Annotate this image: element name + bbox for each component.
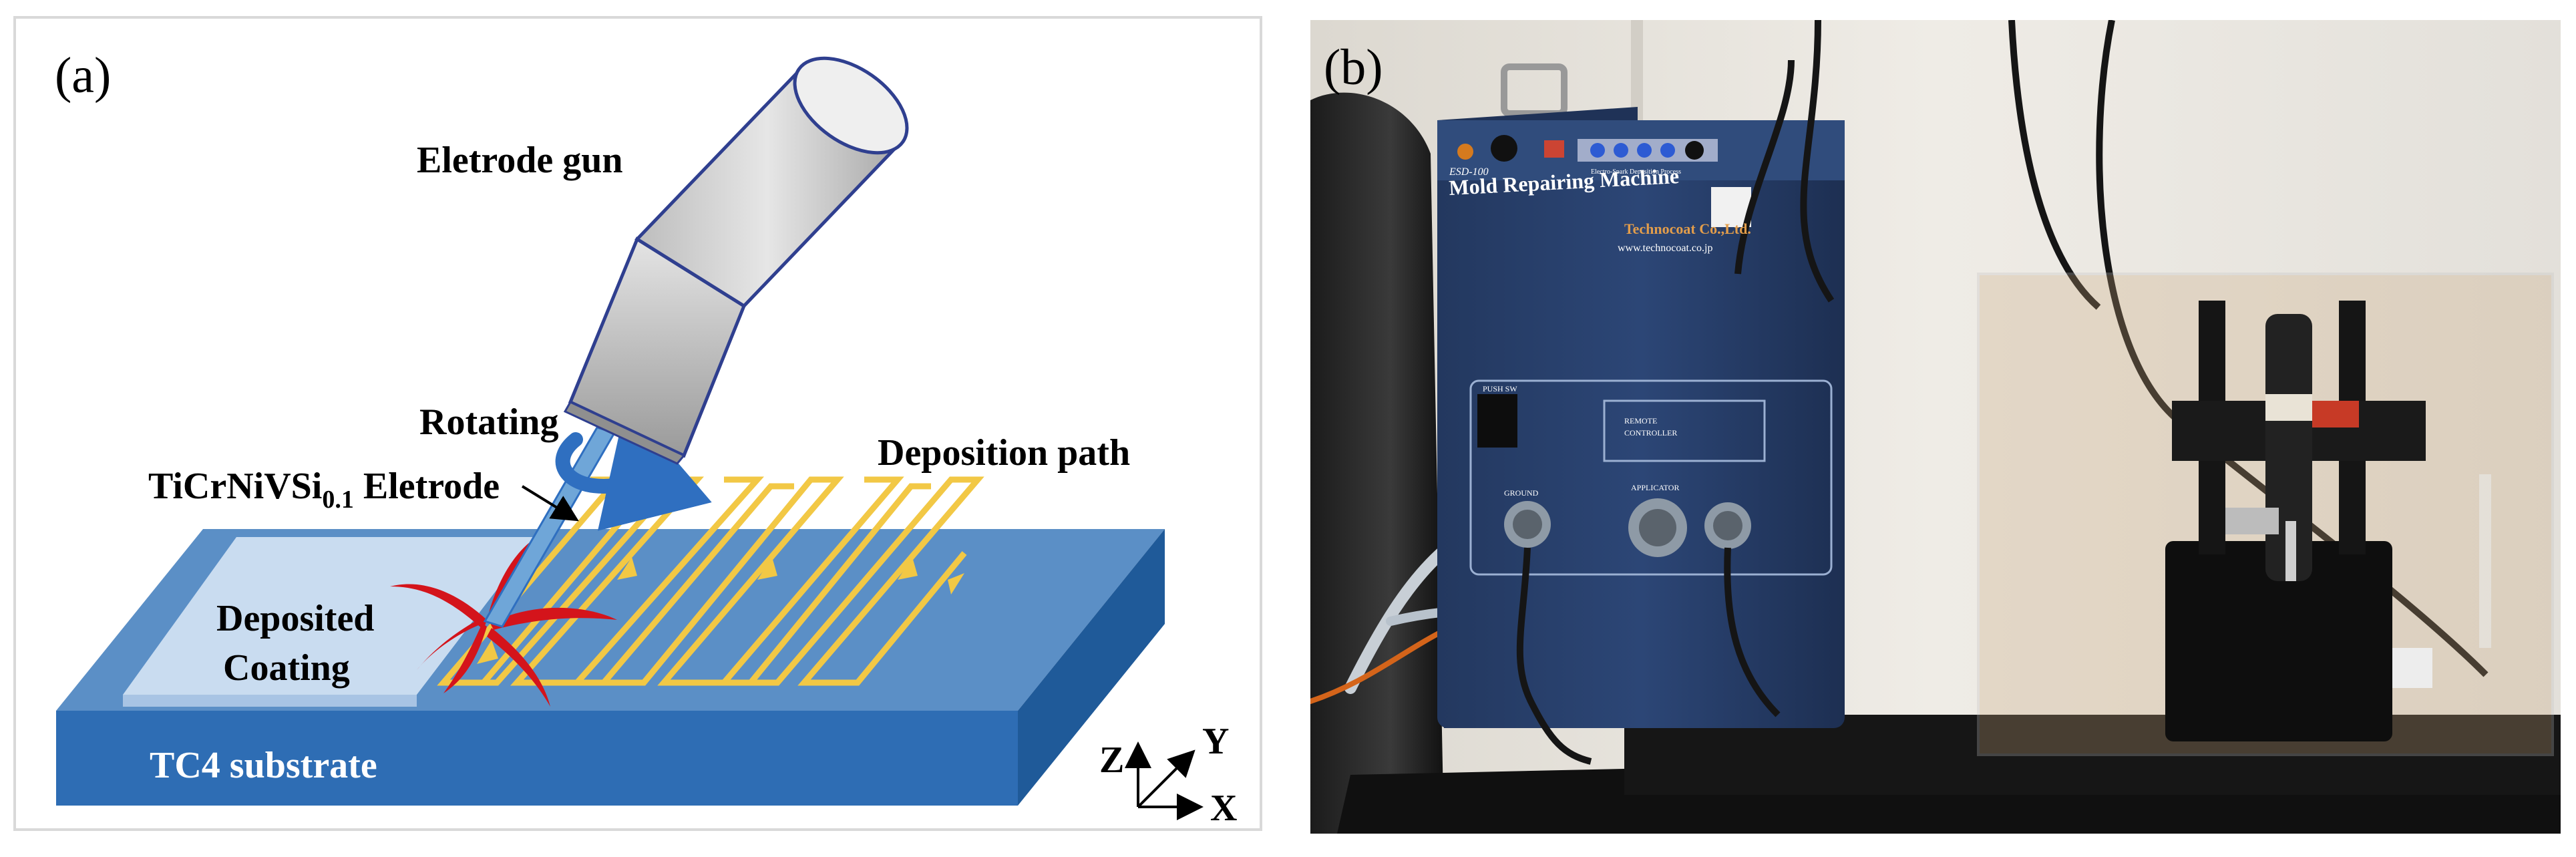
axis-x-label: X xyxy=(1210,788,1237,828)
applicator-stand xyxy=(2165,301,2491,741)
mold-repairing-machine xyxy=(1437,63,1845,728)
deposited-coating-top xyxy=(123,537,537,695)
deposition-path-arrows xyxy=(477,557,964,664)
electrode-gun-label: Eletrode gun xyxy=(417,140,623,181)
electrode-pointer-arrow xyxy=(521,485,579,522)
axis-y-label: Y xyxy=(1202,721,1229,762)
axis-indicator xyxy=(1125,741,1204,820)
deposited-coating-label-line1: Deposited xyxy=(216,598,374,639)
schematic-panel: (a) Eletrode gun Rotating TiCrNiVSi0.1 E… xyxy=(13,16,1262,831)
panel-label-a: (a) xyxy=(55,47,111,104)
substrate-label: TC4 substrate xyxy=(150,745,377,786)
substrate-side-face xyxy=(1018,529,1165,806)
push-switch-label: PUSH SW xyxy=(1483,384,1517,393)
machine-photo-panel: (b) Mold Repairing Machine Technocoat Co… xyxy=(1310,20,2561,834)
machine-top-caption: Electro-Spark Deposition Process xyxy=(1591,168,1681,176)
applicator-label: APPLICATOR xyxy=(1631,483,1679,492)
schematic-diagram: (a) Eletrode gun Rotating TiCrNiVSi0.1 E… xyxy=(55,47,1237,829)
deposited-coating-label-line2: Coating xyxy=(223,647,350,689)
controller-label: CONTROLLER xyxy=(1624,428,1677,438)
deposition-path-label: Deposition path xyxy=(878,432,1130,474)
machine-model: ESD-100 xyxy=(1449,166,1489,178)
electrode-gun-icon xyxy=(563,56,909,465)
machine-website: www.technocoat.co.jp xyxy=(1618,242,1712,254)
remote-label: REMOTE xyxy=(1624,416,1657,425)
deposited-coating-edge xyxy=(123,695,417,707)
machine-photo: (b) Mold Repairing Machine Technocoat Co… xyxy=(1310,20,2561,834)
rotating-label: Rotating xyxy=(419,401,558,443)
electrode-label: TiCrNiVSi0.1 Eletrode xyxy=(148,466,500,514)
substrate-front-face xyxy=(56,711,1018,806)
rotating-arrow-icon xyxy=(555,402,712,531)
panel-label-b: (b) xyxy=(1324,39,1383,96)
ground-label: GROUND xyxy=(1504,488,1539,498)
axis-z-label: Z xyxy=(1099,739,1124,781)
gas-cylinder xyxy=(1310,92,1444,834)
machine-brand: Technocoat Co.,Ltd. xyxy=(1624,220,1751,237)
